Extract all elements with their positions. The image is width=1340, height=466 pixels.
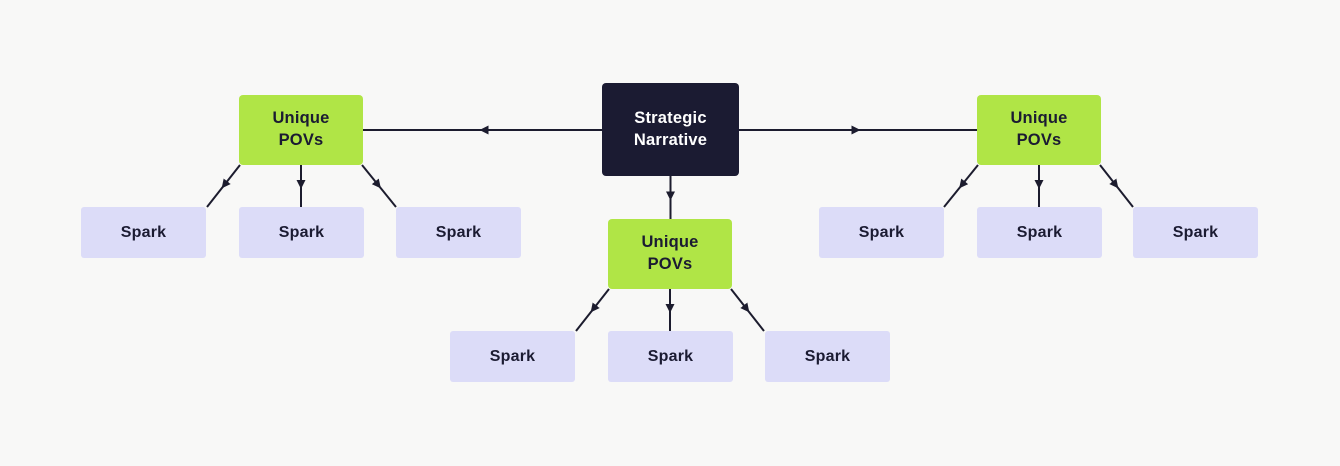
node-spark-right-1-label: Spark bbox=[858, 223, 905, 241]
node-spark-right-2-label: Spark bbox=[1016, 223, 1063, 241]
node-spark-left-2: Spark bbox=[239, 207, 364, 258]
node-spark-right-3: Spark bbox=[1133, 207, 1258, 258]
node-spark-middle-3-label: Spark bbox=[804, 347, 851, 365]
node-spark-left-3-label: Spark bbox=[435, 223, 482, 241]
node-unique-povs-left-label: Unique POVs bbox=[272, 109, 330, 149]
connector-pov-left-to-spark-3 bbox=[361, 164, 397, 208]
node-spark-middle-1-label: Spark bbox=[489, 347, 536, 365]
node-strategic-narrative: Strategic Narrative bbox=[602, 83, 739, 176]
node-spark-middle-2: Spark bbox=[608, 331, 733, 382]
connector-pov-right-to-spark-1 bbox=[943, 164, 979, 208]
connector-pov-right-to-spark-3 bbox=[1099, 164, 1134, 208]
node-spark-left-1: Spark bbox=[81, 207, 206, 258]
node-spark-right-1: Spark bbox=[819, 207, 944, 258]
node-unique-povs-right-label: Unique POVs bbox=[1010, 109, 1068, 149]
connector-pov-left-to-spark-1 bbox=[206, 164, 241, 208]
node-unique-povs-middle: Unique POVs bbox=[608, 219, 732, 289]
node-spark-left-2-label: Spark bbox=[278, 223, 325, 241]
node-strategic-narrative-label: Strategic Narrative bbox=[633, 108, 708, 149]
node-unique-povs-middle-label: Unique POVs bbox=[641, 233, 699, 273]
node-spark-left-1-label: Spark bbox=[120, 223, 167, 241]
node-spark-middle-3: Spark bbox=[765, 331, 890, 382]
node-unique-povs-left: Unique POVs bbox=[239, 95, 363, 165]
node-spark-right-3-label: Spark bbox=[1172, 223, 1219, 241]
node-spark-middle-2-label: Spark bbox=[647, 347, 694, 365]
node-spark-right-2: Spark bbox=[977, 207, 1102, 258]
connector-pov-middle-to-spark-3 bbox=[730, 288, 765, 332]
connector-pov-middle-to-spark-1 bbox=[575, 288, 610, 332]
node-spark-left-3: Spark bbox=[396, 207, 521, 258]
node-unique-povs-right: Unique POVs bbox=[977, 95, 1101, 165]
node-spark-middle-1: Spark bbox=[450, 331, 575, 382]
